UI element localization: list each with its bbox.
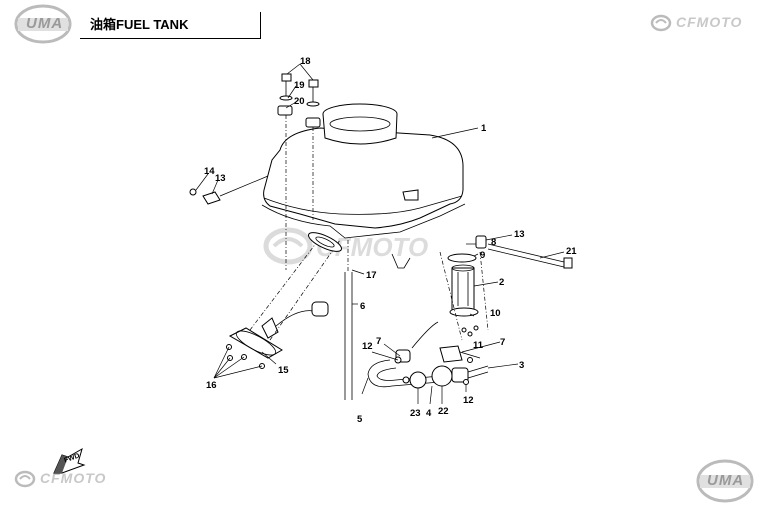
callout-12-right: 12 bbox=[463, 395, 474, 406]
callout-18: 18 bbox=[300, 56, 311, 67]
uma-logo-bottom: UMA bbox=[696, 458, 754, 504]
callout-22: 22 bbox=[438, 406, 449, 417]
header-frame bbox=[80, 12, 261, 39]
callout-1: 1 bbox=[481, 123, 487, 134]
callout-13-left: 13 bbox=[215, 173, 226, 184]
cfmoto-logo-top: CFMOTO bbox=[650, 12, 760, 34]
callout-15: 15 bbox=[278, 365, 289, 376]
drain-hose-6 bbox=[344, 240, 353, 400]
vent-fitting-13-14 bbox=[189, 175, 269, 205]
callout-23: 23 bbox=[410, 408, 421, 419]
callout-11: 11 bbox=[473, 340, 484, 351]
callout-19: 19 bbox=[294, 80, 305, 91]
cfmoto-logo-bottom: CFMOTO bbox=[14, 468, 124, 490]
cfmoto-logo-text-bottom: CFMOTO bbox=[40, 470, 107, 486]
callout-3: 3 bbox=[519, 360, 524, 371]
uma-logo-text-bottom: UMA bbox=[707, 472, 745, 489]
cfmoto-emblem-icon-bottom bbox=[14, 470, 36, 488]
fwd-arrow: FWD bbox=[52, 447, 92, 475]
callout-17: 17 bbox=[366, 270, 377, 281]
callout-13-right: 13 bbox=[514, 229, 525, 240]
callout-2: 2 bbox=[499, 277, 504, 288]
callout-9: 9 bbox=[480, 250, 485, 261]
callout-7-upper: 7 bbox=[376, 336, 381, 347]
callout-20: 20 bbox=[294, 96, 305, 107]
bolt-stack-18-19-20 bbox=[277, 73, 321, 270]
uma-logo-top: UMA bbox=[14, 4, 72, 44]
callout-21: 21 bbox=[566, 246, 577, 257]
callout-6: 6 bbox=[360, 301, 365, 312]
uma-logo-text-top: UMA bbox=[26, 15, 64, 32]
callout-leaders bbox=[195, 63, 565, 405]
callout-4: 4 bbox=[426, 408, 432, 419]
callout-5: 5 bbox=[357, 414, 363, 425]
cfmoto-logo-text-top: CFMOTO bbox=[676, 14, 743, 30]
callout-8: 8 bbox=[491, 237, 496, 248]
uma-logo-badge-bottom bbox=[696, 459, 754, 503]
cfmoto-watermark bbox=[263, 227, 313, 265]
callout-10: 10 bbox=[490, 308, 501, 319]
tank-bottom-flange bbox=[307, 232, 343, 252]
page-title: 油箱FUEL TANK bbox=[90, 17, 189, 32]
callout-numbers: 1 2 3 4 5 6 7 7 8 9 10 11 12 12 13 13 14… bbox=[204, 56, 577, 425]
cfmoto-emblem-icon bbox=[650, 14, 672, 32]
callout-12-left: 12 bbox=[362, 341, 373, 352]
callout-7-lower: 7 bbox=[500, 337, 505, 348]
long-bolt-21 bbox=[487, 243, 573, 269]
fuel-tank-body bbox=[261, 103, 466, 269]
fwd-arrow-icon bbox=[53, 447, 86, 474]
fuel-filter-assembly-2 bbox=[439, 235, 489, 341]
uma-logo-badge bbox=[14, 4, 72, 44]
callout-16: 16 bbox=[206, 380, 217, 391]
callout-14: 14 bbox=[204, 166, 215, 177]
